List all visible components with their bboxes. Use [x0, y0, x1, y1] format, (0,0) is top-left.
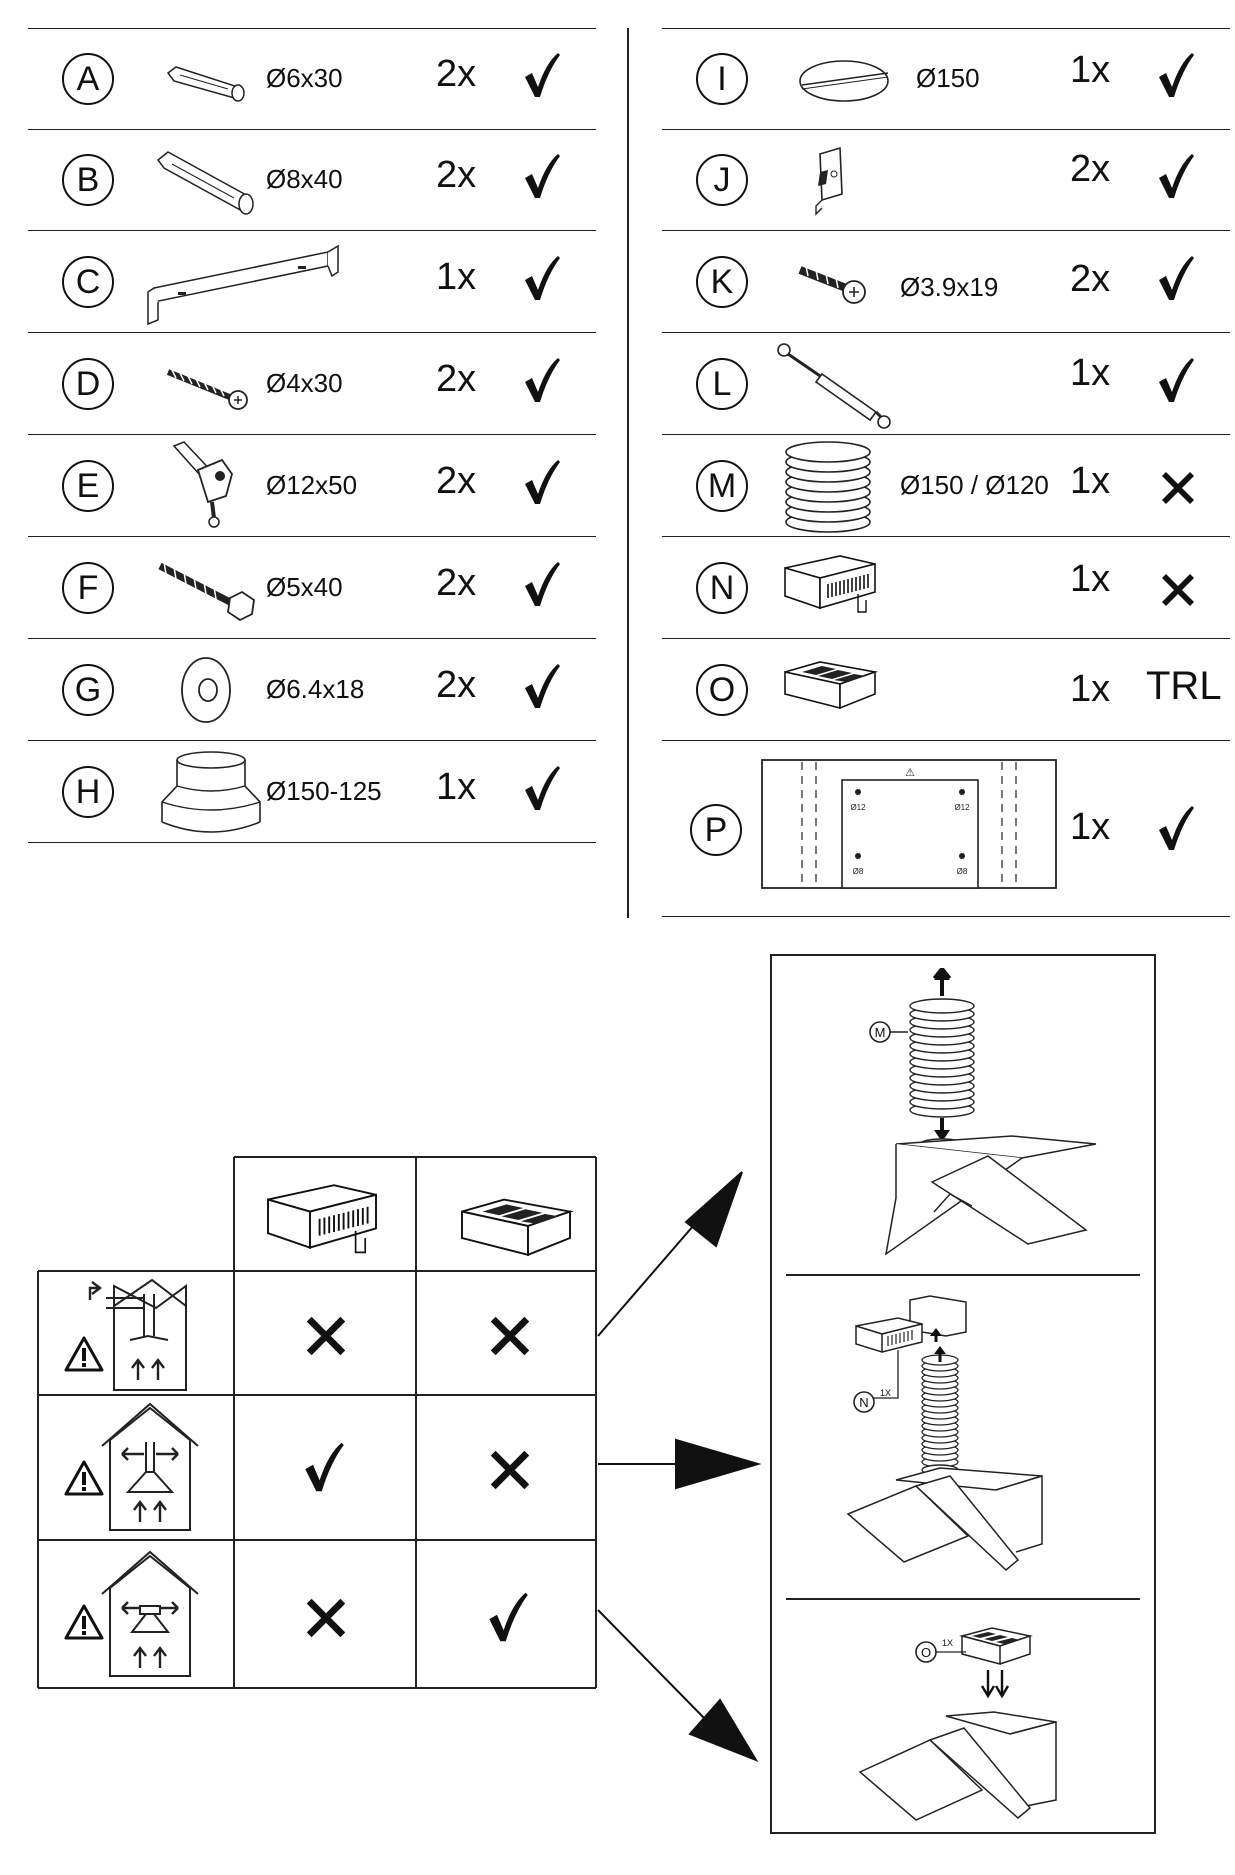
- warning-symbol: ⚠: [905, 767, 915, 779]
- washer-icon: [181, 657, 231, 723]
- hood-filter-n-install-icon: [846, 1295, 1043, 1571]
- callout-n-count: 1X: [880, 1388, 891, 1398]
- clip-icon: [815, 146, 843, 216]
- part-dimension: Ø3.9x19: [900, 272, 999, 302]
- anchor-hook-icon: [172, 441, 233, 528]
- part-quantity: 2x: [436, 358, 477, 400]
- part-letter: P: [690, 804, 742, 856]
- flexible-duct-icon: [785, 441, 871, 533]
- hood-filter-o-install-icon: [858, 1627, 1057, 1821]
- part-dimension: Ø6.4x18: [266, 674, 365, 704]
- part-quantity: 2x: [436, 562, 477, 604]
- hole-label-bottom-left: Ø8: [853, 867, 864, 876]
- part-dimension: Ø6x30: [266, 63, 343, 93]
- callout-o-letter: O: [921, 1645, 931, 1660]
- part-quantity: 1x: [1070, 49, 1111, 91]
- part-row-i: I Ø150 1x: [662, 28, 1230, 130]
- part-letter: I: [696, 53, 748, 105]
- part-letter: L: [696, 358, 748, 410]
- part-row-h: H Ø150-125 1x: [28, 742, 596, 843]
- part-dimension: Ø8x40: [266, 164, 343, 194]
- column-divider: [627, 28, 629, 918]
- part-row-n: N 1x: [662, 538, 1230, 639]
- part-letter: G: [62, 664, 114, 716]
- part-quantity: 1x: [1070, 558, 1111, 600]
- small-screw-icon: [798, 265, 866, 304]
- part-letter: H: [62, 766, 114, 818]
- part-row-j: J 2x: [662, 130, 1230, 231]
- hole-label-top-right: Ø12: [954, 803, 970, 812]
- part-row-f: F Ø5x40 2x: [28, 538, 596, 639]
- part-quantity: 2x: [1070, 258, 1111, 300]
- part-letter: M: [696, 460, 748, 512]
- part-quantity: 1x: [1070, 352, 1111, 394]
- callout-m-letter: M: [875, 1025, 886, 1040]
- callout-n: N 1X: [853, 1388, 891, 1413]
- part-quantity: 2x: [436, 154, 477, 196]
- flap-disc-icon: [799, 60, 889, 102]
- recirculation-filter-house-icon: [101, 1550, 199, 1677]
- hood-ducted-install-icon: [884, 968, 1097, 1256]
- part-quantity: 1x: [1070, 668, 1111, 710]
- part-letter: B: [62, 154, 114, 206]
- part-letter: O: [696, 664, 748, 716]
- part-quantity: 1x: [436, 256, 477, 298]
- part-dimension: Ø150-125: [266, 776, 382, 806]
- wall-plug-small-icon: [166, 66, 245, 102]
- part-row-b: B Ø8x40 2x: [28, 130, 596, 231]
- part-letter: D: [62, 358, 114, 410]
- part-row-l: L 1x: [662, 334, 1230, 435]
- recirculation-house-icon: [101, 1402, 199, 1531]
- screw-icon: [166, 369, 248, 410]
- part-letter: J: [696, 154, 748, 206]
- callout-m: M: [869, 1021, 908, 1043]
- gas-strut-icon: [777, 343, 891, 429]
- trl-label: TRL: [1146, 664, 1222, 708]
- part-dimension: Ø150 / Ø120: [900, 470, 1049, 500]
- part-quantity: 1x: [436, 766, 477, 808]
- part-letter: K: [696, 256, 748, 308]
- hole-label-top-left: Ø12: [850, 803, 866, 812]
- mounting-bracket-icon: [147, 244, 339, 326]
- part-quantity: 1x: [1070, 806, 1111, 848]
- part-letter: N: [696, 562, 748, 614]
- callout-n-letter: N: [859, 1395, 868, 1410]
- part-quantity: 2x: [436, 460, 477, 502]
- part-row-d: D Ø4x30 2x: [28, 334, 596, 435]
- part-dimension: Ø5x40: [266, 572, 343, 602]
- panel-divider: [786, 1274, 1140, 1276]
- part-quantity: 2x: [436, 53, 477, 95]
- part-row-c: C 1x: [28, 232, 596, 333]
- part-letter: C: [62, 256, 114, 308]
- part-row-p: P ⚠ Ø12 Ø12 Ø8 Ø8 1x: [662, 742, 1230, 917]
- part-dimension: Ø4x30: [266, 368, 343, 398]
- wall-plug-large-icon: [156, 151, 254, 215]
- part-letter: E: [62, 460, 114, 512]
- duct-adapter-icon: [161, 751, 261, 833]
- installation-panel-frame: [770, 954, 1156, 1834]
- part-row-g: G Ø6.4x18 2x: [28, 640, 596, 741]
- part-quantity: 2x: [1070, 148, 1111, 190]
- panel-divider: [786, 1598, 1140, 1600]
- callout-o: O 1X: [915, 1638, 966, 1663]
- part-row-e: E Ø12x50 2x: [28, 436, 596, 537]
- part-dimension: Ø12x50: [266, 470, 358, 500]
- part-letter: A: [62, 53, 114, 105]
- part-row-k: K Ø3.9x19 2x: [662, 232, 1230, 333]
- hole-label-bottom-right: Ø8: [957, 867, 968, 876]
- part-quantity: 2x: [436, 664, 477, 706]
- part-row-o: O 1x TRL: [662, 640, 1230, 741]
- part-dimension: Ø150: [916, 63, 980, 93]
- part-row-a: A Ø6x30 2x: [28, 28, 596, 130]
- ducted-exhaust-house-icon: [88, 1278, 187, 1391]
- callout-o-count: 1X: [942, 1638, 953, 1648]
- part-letter: F: [62, 562, 114, 614]
- part-row-m: M Ø150 / Ø120 1x: [662, 436, 1230, 537]
- hex-lag-screw-icon: [158, 561, 255, 622]
- part-quantity: 1x: [1070, 460, 1111, 502]
- drilling-template-icon: ⚠ Ø12 Ø12 Ø8 Ø8: [761, 759, 1057, 889]
